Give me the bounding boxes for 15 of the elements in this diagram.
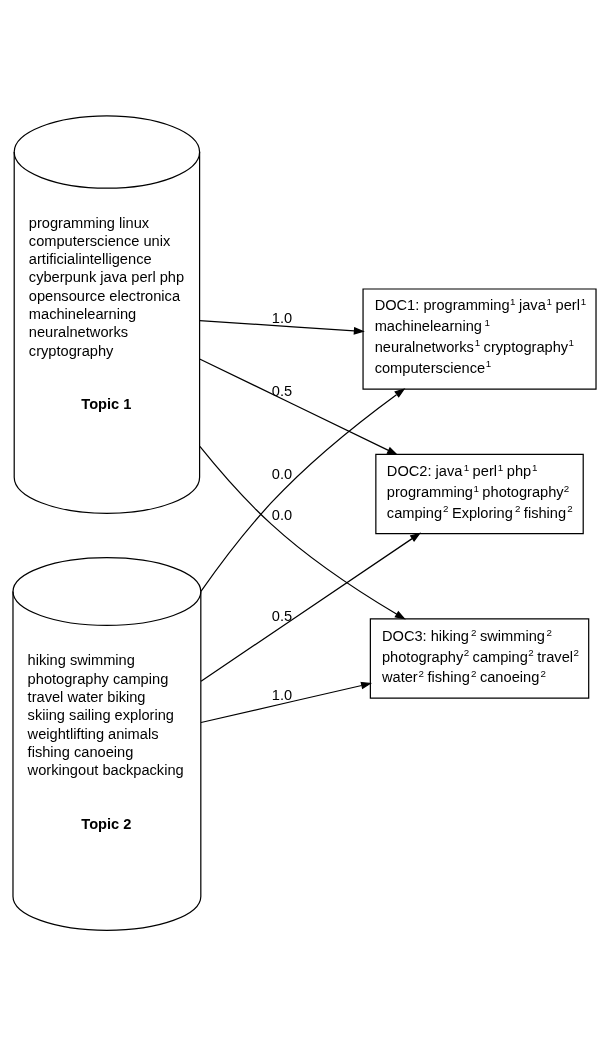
edge-label: 1.0: [271, 309, 293, 326]
edge-label: 0.0: [271, 506, 293, 523]
arrow: [200, 387, 406, 592]
edge-label: 0.5: [271, 382, 293, 399]
edge-label: 0.5: [271, 607, 293, 624]
node-box: DOC1: programming$^{1}$ java$^{1}$ perl$^{1}$ machinelearning$^{1}$ neuralnetworks$^{1}$ cryptography$^{1}$ computerscience$^{1}$: [362, 287, 597, 390]
arrow: [199, 445, 406, 620]
edge-label: 0.0: [271, 465, 293, 482]
arrow: [200, 681, 373, 723]
arrow: [199, 319, 365, 335]
node-box: DOC3: hiking$^{2}$ swimming$^{2}$ photography$^{2}$ camping$^{2}$ travel$^{2}$ water$^{2}$ fishing$^{2}$ canoeing$^{2}$: [369, 617, 590, 699]
arrow: [200, 532, 422, 682]
arrow: [199, 357, 399, 455]
node-box: DOC2: java$^{1}$ perl$^{1}$ php$^{1}$ programming$^{1}$ photography$^{2}$ camping$^{2}$ Exploring$^{2}$ fishing$^{2}$: [375, 453, 584, 534]
edge-label: 1.0: [271, 686, 293, 703]
